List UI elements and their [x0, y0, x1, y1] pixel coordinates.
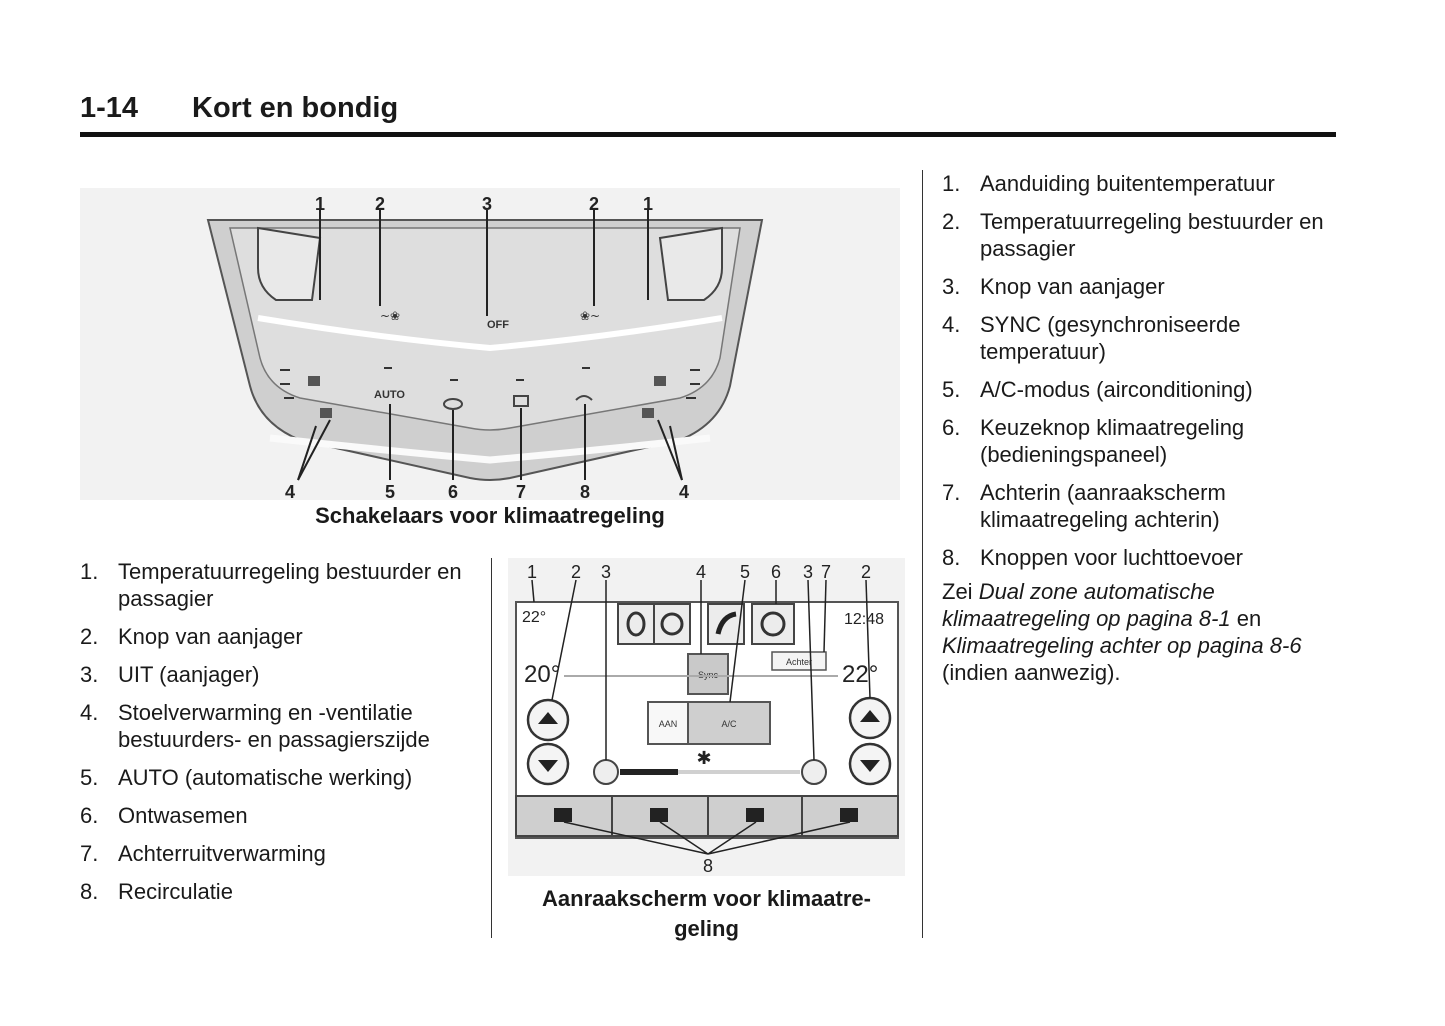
list-item: 3.UIT (aanjager): [80, 662, 260, 687]
figure2-caption-line: geling: [674, 916, 739, 941]
reference-note: Zei Dual zone automatische klimaatregeli…: [942, 579, 1302, 685]
figure2-caption: Aanraakscherm voor klimaatre- geling: [508, 884, 905, 944]
fig1-callout-bottom: 5: [385, 482, 395, 500]
list-item: 4.Stoelverwarming en -ventilatie bestuur…: [80, 700, 430, 752]
fig1-callout-bottom: 4: [679, 482, 689, 500]
column-divider: [491, 558, 492, 938]
fig2-callout-top: 1: [527, 562, 537, 582]
fig2-callout-top: 7: [821, 562, 831, 582]
auto-label: AUTO: [374, 389, 405, 401]
fig2-callout-top: 2: [571, 562, 581, 582]
list-item: 6.Ontwasemen: [80, 803, 248, 828]
fig2-callout-top: 2: [861, 562, 871, 582]
svg-text:❀~: ❀~: [580, 309, 600, 323]
passenger-temp: 22°: [842, 661, 878, 688]
fig1-callout-top: 1: [643, 194, 653, 214]
fig1-callout-bottom: 7: [516, 482, 526, 500]
list-item: 7.Achterruitverwarming: [80, 841, 326, 866]
controls-list: 1.Temperatuurregeling bestuurder en pass…: [80, 558, 480, 916]
list-item: 5.A/C-modus (airconditioning): [942, 377, 1253, 402]
fig1-callout-bottom: 4: [285, 482, 295, 500]
fig2-callout-top: 6: [771, 562, 781, 582]
fig1-callout-top: 2: [589, 194, 599, 214]
reference-link[interactable]: Klimaatregeling achter op pagina 8-6: [942, 633, 1302, 658]
list-item: 1.Temperatuurregeling bestuurder en pass…: [80, 559, 462, 611]
figure2-caption-line: Aanraakscherm voor klimaatre-: [542, 886, 871, 911]
list-item: 6.Keuzeknop klimaatregeling (bedieningsp…: [942, 415, 1245, 467]
fig1-callout-top: 3: [482, 194, 492, 214]
ac-label: A/C: [721, 719, 737, 729]
svg-text:✱: ✱: [696, 748, 711, 769]
outside-temp: 22°: [522, 609, 546, 626]
list-item: 1.Aanduiding buitentemperatuur: [942, 171, 1275, 196]
figure1-caption: Schakelaars voor klimaatregeling: [315, 503, 665, 528]
touchscreen-list: 1.Aanduiding buitentemperatuur 2.Tempera…: [942, 170, 1342, 582]
list-item: 2.Temperatuurregeling bestuurder en pass…: [942, 209, 1324, 261]
column-divider: [922, 170, 923, 938]
climate-control-panel-figure: OFF AUTO ~❀ ❀~ 1 2 3 2 1 4 5: [80, 188, 900, 500]
list-item: 4.SYNC (gesynchroniseerde temperatuur): [942, 312, 1241, 364]
page-title: Kort en bondig: [192, 92, 399, 124]
clock: 12:48: [844, 611, 884, 628]
list-item: 3.Knop van aanjager: [942, 274, 1165, 299]
rear-label: Achter: [786, 657, 812, 667]
reference-link[interactable]: Dual zone automatische klimaatregeling o…: [942, 579, 1231, 631]
off-label: OFF: [487, 319, 509, 331]
list-item: 7.Achterin (aanraakscherm klimaatregelin…: [942, 480, 1226, 532]
fig2-callout-top: 3: [601, 562, 611, 582]
fig2-callout-bottom: 8: [703, 856, 713, 876]
fig1-callout-top: 1: [315, 194, 325, 214]
fig1-callout-top: 2: [375, 194, 385, 214]
list-item: 2.Knop van aanjager: [80, 624, 303, 649]
fig1-callout-bottom: 6: [448, 482, 458, 500]
fig2-callout-top: 3: [803, 562, 813, 582]
page-number: 1-14: [80, 92, 139, 124]
driver-temp: 20°: [524, 661, 560, 688]
svg-text:~❀: ~❀: [380, 309, 400, 323]
fig1-callout-bottom: 8: [580, 482, 590, 500]
list-item: 8.Knoppen voor luchttoevoer: [942, 545, 1243, 570]
fig2-callout-top: 5: [740, 562, 750, 582]
list-item: 5.AUTO (automatische werking): [80, 765, 413, 790]
page-header: 1-14 Kort en bondig: [80, 88, 1336, 137]
fig2-callout-top: 4: [696, 562, 706, 582]
list-item: 8.Recirculatie: [80, 879, 233, 904]
climate-touchscreen-figure: 22° 12:48 20° 22° Sync Achter AAN A/C ✱: [508, 558, 905, 876]
aan-label: AAN: [659, 719, 678, 729]
